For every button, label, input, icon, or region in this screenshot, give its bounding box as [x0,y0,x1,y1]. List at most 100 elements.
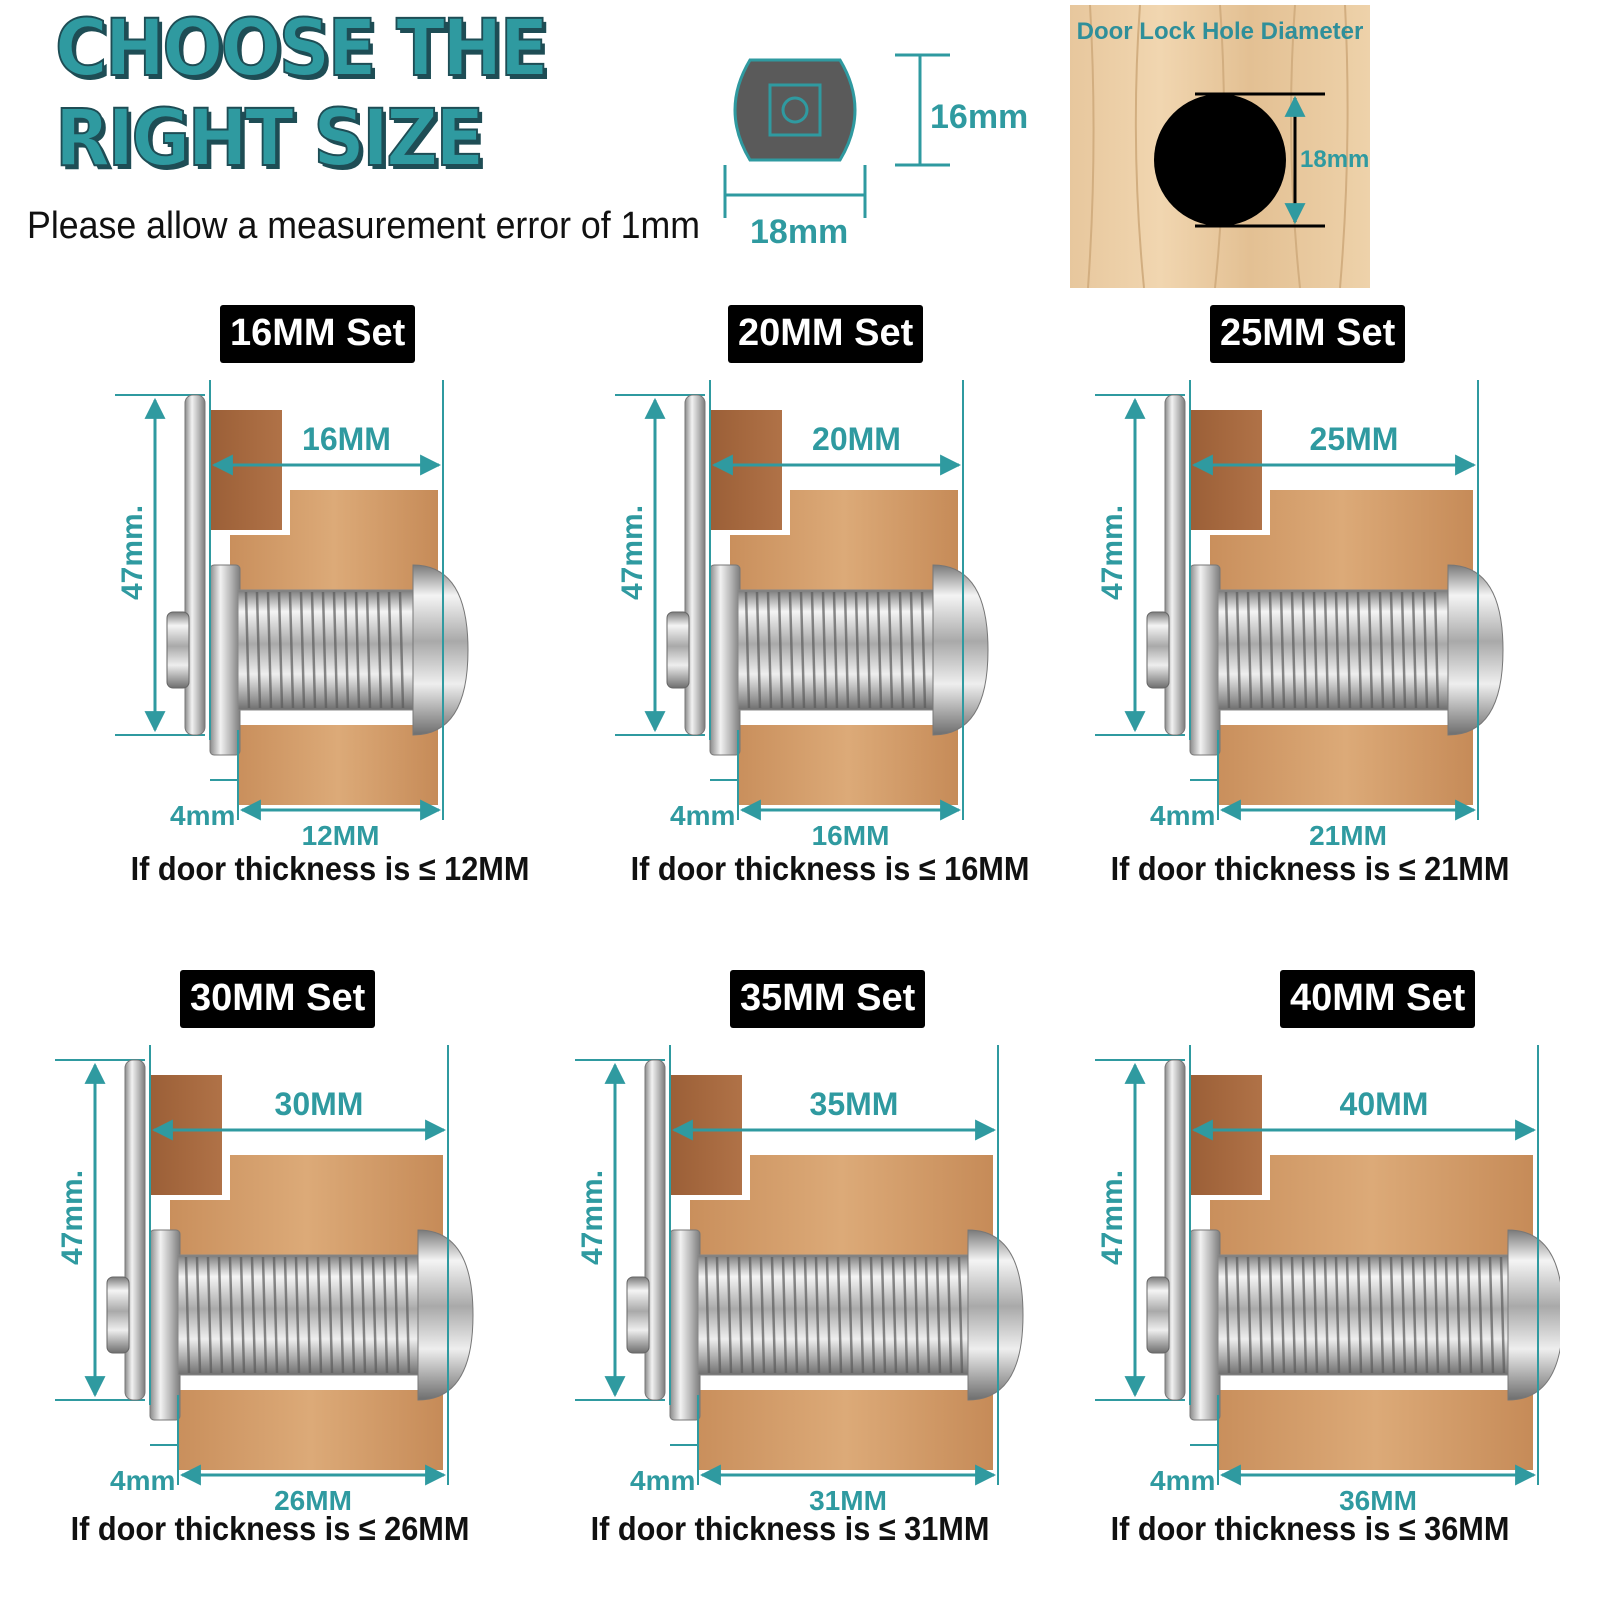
length-dimension-label: 16MM [302,421,391,457]
door-wood-lower [238,725,438,805]
flange-dimension-label: 4mm [170,800,235,831]
key-slot-square [768,83,822,137]
length-dimension-label: 30MM [275,1086,364,1122]
title-line-2: RIGHT SIZE [54,94,485,184]
door-wood-dark [1190,1075,1262,1195]
lock-diagram: 47mm. 25MM 4mm 21MM [1095,380,1504,851]
door-wood-lower [1218,725,1473,805]
height-dimension-label: 47mm. [1096,1170,1129,1265]
key-height-label: 16mm [930,98,1028,136]
door-wood-lower [698,1390,993,1470]
cam-plate [644,1059,666,1401]
lock-head [412,564,469,736]
thickness-dimension-label: 31MM [809,1485,887,1516]
set-label: 25MM Set [1210,305,1406,363]
door-wood-upper [1210,1155,1533,1255]
title-line-1: CHOOSE THE [54,4,549,94]
hole-circle [1154,94,1286,226]
thickness-dimension-label: 16MM [812,820,890,851]
thickness-dimension-label: 12MM [302,820,380,851]
door-wood-dark [210,410,282,530]
flange-dimension-label: 4mm [110,1465,175,1496]
cam-plate [1164,394,1186,736]
cam-screw [106,1276,130,1354]
door-wood-lower [1218,1390,1533,1470]
set-label: 16MM Set [220,305,416,363]
hex-nut [709,564,741,756]
key-width-label: 18mm [750,213,848,251]
door-wood-upper [230,490,438,590]
door-wood-upper [170,1155,443,1255]
cam-screw [1146,1276,1170,1354]
door-wood-dark [1190,410,1262,530]
door-thickness-caption: If door thickness is ≤ 12MM [130,850,530,887]
set-label: 40MM Set [1280,970,1476,1028]
length-dimension-label: 20MM [812,421,901,457]
door-wood-dark [710,410,782,530]
hex-nut [669,1229,701,1421]
hex-nut [209,564,241,756]
threaded-body [1217,589,1449,711]
flange-dimension-label: 4mm [1150,800,1215,831]
hex-nut [149,1229,181,1421]
threaded-body [697,1254,969,1376]
thickness-dimension-label: 36MM [1339,1485,1417,1516]
height-dimension-label: 47mm. [56,1170,89,1265]
door-wood-dark [670,1075,742,1195]
cam-plate [124,1059,146,1401]
door-thickness-caption: If door thickness is ≤ 16MM [630,850,1030,887]
lock-head [932,564,989,736]
cam-plate [1164,1059,1186,1401]
measurement-note: Please allow a measurement error of 1mm [27,205,700,247]
door-thickness-caption: If door thickness is ≤ 31MM [590,1510,990,1547]
height-dimension-label: 47mm. [576,1170,609,1265]
cam-screw [1146,611,1170,689]
door-thickness-caption: If door thickness is ≤ 26MM [70,1510,470,1547]
cam-screw [626,1276,650,1354]
lock-head [417,1229,474,1401]
hole-diameter-label: 18mm [1300,146,1369,173]
length-dimension-label: 25MM [1310,421,1399,457]
door-thickness-caption: If door thickness is ≤ 21MM [1110,850,1510,887]
thickness-dimension-label: 26MM [274,1485,352,1516]
door-wood-lower [738,725,958,805]
flange-dimension-label: 4mm [670,800,735,831]
key-size-diagram: 16mm 18mm [723,53,1028,251]
length-dimension-label: 35MM [810,1086,899,1122]
cam-screw [666,611,690,689]
cam-plate [184,394,206,736]
door-wood-upper [690,1155,993,1255]
flange-dimension-label: 4mm [630,1465,695,1496]
lock-diagram: 47mm. 35MM 4mm 31MM [575,1045,1024,1516]
length-dimension-label: 40MM [1340,1086,1429,1122]
hole-diagram-title: Door Lock Hole Diameter [1077,18,1364,45]
door-thickness-caption: If door thickness is ≤ 36MM [1110,1510,1510,1547]
set-label: 35MM Set [730,970,926,1028]
key-face-shape [733,58,857,162]
lock-diagram: 47mm. 30MM 4mm 26MM [55,1045,474,1516]
hex-nut [1189,564,1221,756]
door-wood-upper [1210,490,1473,590]
height-dimension-label: 47mm. [1096,505,1129,600]
set-label: 20MM Set [728,305,924,363]
lock-head [1507,1229,1560,1401]
door-wood-upper [730,490,958,590]
thickness-dimension-label: 21MM [1309,820,1387,851]
hex-nut [1189,1229,1221,1421]
lock-head [1447,564,1504,736]
cam-screw [166,611,190,689]
hole-diameter-diagram: Door Lock Hole Diameter 18mm [1070,4,1370,289]
key-slot-circle [781,96,809,124]
door-wood-lower [178,1390,443,1470]
set-label: 30MM Set [180,970,376,1028]
door-wood-dark [150,1075,222,1195]
